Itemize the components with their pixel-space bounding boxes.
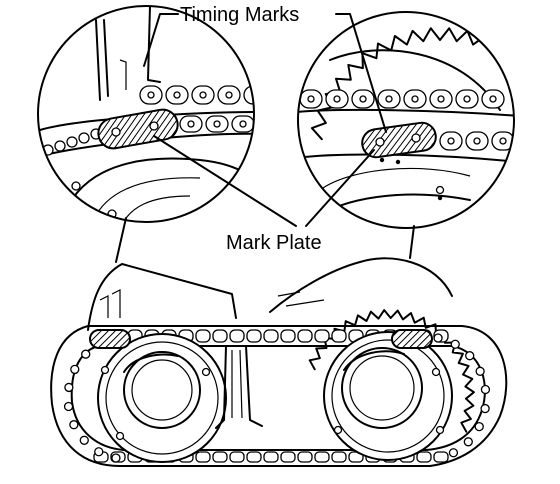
timing-marks-leader-left bbox=[143, 13, 179, 67]
right-callout-connector bbox=[409, 225, 415, 259]
left-detail-circle bbox=[37, 5, 255, 223]
left-casing-outline bbox=[87, 263, 237, 331]
mark-plate-right bbox=[391, 329, 433, 349]
center-guide bbox=[215, 345, 263, 429]
chain-outer bbox=[50, 325, 508, 467]
timing-marks-leader-right bbox=[335, 13, 387, 133]
timing-marks-label: Timing Marks bbox=[180, 4, 299, 26]
mark-plate-label: Mark Plate bbox=[226, 232, 322, 254]
mark-plate-leader-left bbox=[153, 135, 297, 227]
mark-plate-callout: Mark Plate bbox=[153, 135, 375, 254]
timing-marks-callout: Timing Marks bbox=[143, 4, 387, 133]
left-callout-connector bbox=[115, 217, 127, 263]
right-detail-circle bbox=[297, 11, 515, 229]
mark-plate-left bbox=[89, 329, 131, 349]
mark-plate-right-detail bbox=[361, 121, 437, 159]
chain-assembly bbox=[50, 257, 508, 467]
mark-plate-leader-right bbox=[305, 149, 375, 227]
left-sprocket bbox=[97, 333, 227, 463]
right-sprocket bbox=[323, 331, 453, 461]
